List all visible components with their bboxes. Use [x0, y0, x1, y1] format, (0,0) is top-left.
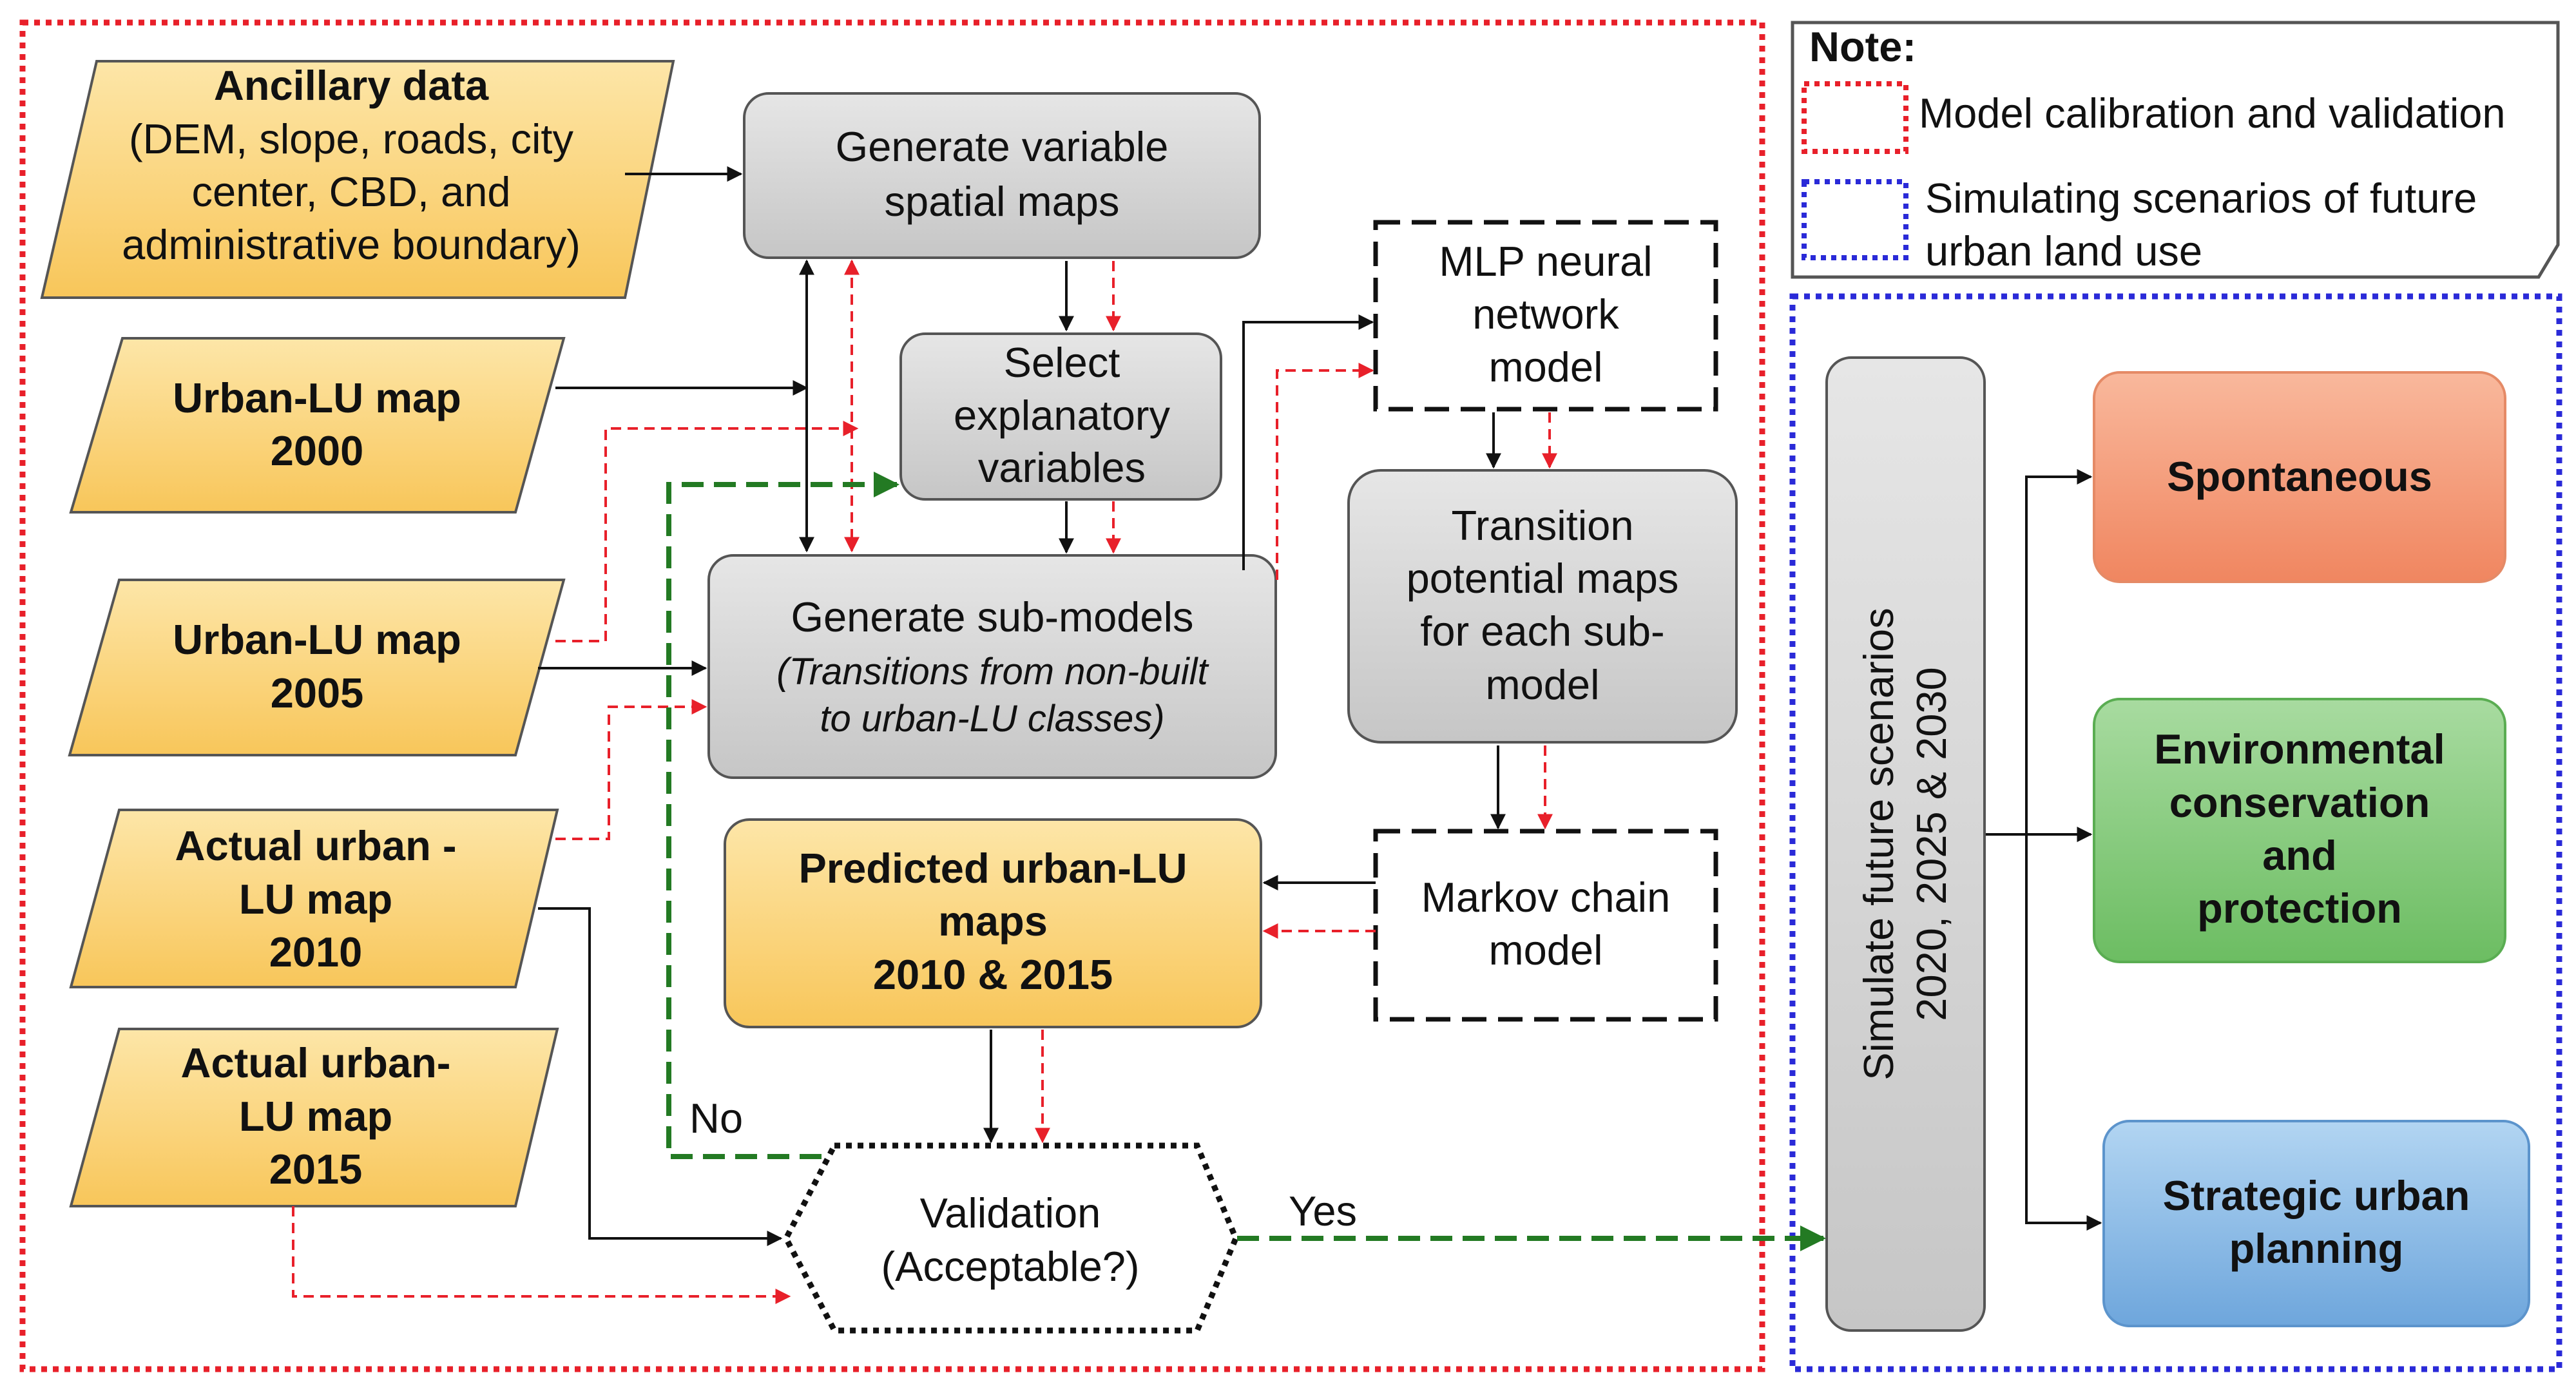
environmental-conservation-box: Environmental conservation and protectio… [2093, 698, 2506, 963]
red-dotted-legend-swatch [1802, 81, 1908, 154]
urban-lu-map-2000-input: Urban-LU map 2000 [69, 337, 566, 514]
lu2000-line: Urban-LU map [173, 374, 461, 421]
yes-label: Yes [1289, 1187, 1357, 1234]
generate-maps-line: Generate variable [836, 123, 1169, 170]
mlp-line: network [1472, 291, 1619, 338]
actual-urban-lu-map-2015-input: Actual urban- LU map 2015 [69, 1028, 559, 1207]
sub-models-line: Generate sub-models [791, 593, 1193, 640]
transition-line: model [1485, 661, 1599, 708]
lu2000-line: 2000 [271, 427, 364, 474]
actual-urban-lu-map-2010-input: Actual urban - LU map 2010 [69, 809, 559, 988]
markov-line: model [1488, 927, 1602, 974]
lu2005-line: Urban-LU map [173, 616, 461, 663]
actual2015-line: Actual urban- [181, 1039, 451, 1086]
actual2015-line: LU map [239, 1093, 392, 1140]
transition-line: for each sub- [1420, 608, 1664, 655]
ancillary-data-input: Ancillary data (DEM, slope, roads, city … [40, 60, 675, 299]
predicted-line: maps [938, 898, 1048, 945]
green-connector-arrows [666, 472, 1826, 1251]
strategic-line: planning [2229, 1225, 2404, 1272]
environmental-line: Environmental [2154, 725, 2445, 773]
select-explanatory-variables-box: Select explanatory variables [899, 332, 1222, 501]
red-legend-label: Model calibration and validation [1919, 90, 2506, 137]
simulate-future-scenarios-box: Simulate future scenarios 2020, 2025 & 2… [1825, 356, 1986, 1332]
strategic-urban-planning-box: Strategic urban planning [2102, 1120, 2530, 1327]
black-connector-arrows [538, 166, 2102, 1246]
mlp-neural-network-box: MLP neural network model [1373, 220, 1718, 412]
sub-models-line: (Transitions from non-built [776, 651, 1209, 693]
generate-sub-models-box: Generate sub-models (Transitions from no… [707, 554, 1277, 779]
actual2010-line: 2010 [269, 928, 363, 975]
select-vars-line: explanatory [954, 392, 1171, 439]
ancillary-title: Ancillary data [214, 62, 489, 109]
actual2010-line: Actual urban - [175, 822, 457, 869]
actual2010-line: LU map [239, 876, 392, 923]
ancillary-line: (DEM, slope, roads, city [129, 115, 573, 162]
markov-chain-box: Markov chain model [1373, 829, 1718, 1022]
no-label: No [689, 1095, 743, 1142]
strategic-line: Strategic urban [2163, 1172, 2470, 1219]
calibration-region-frame [19, 19, 1765, 1372]
transition-line: potential maps [1407, 555, 1679, 602]
simulation-region-frame [1789, 293, 2562, 1372]
markov-line: Markov chain [1421, 874, 1671, 921]
predicted-line: Predicted urban-LU [798, 845, 1187, 892]
environmental-line: conservation [2169, 779, 2430, 826]
blue-legend-label-2: urban land use [1925, 227, 2202, 274]
environmental-line: protection [2197, 885, 2402, 932]
sub-models-line: to urban-LU classes) [820, 698, 1164, 740]
transition-potential-maps-box: Transition potential maps for each sub- … [1347, 469, 1738, 744]
generate-maps-line: spatial maps [885, 178, 1120, 225]
generate-variable-maps-box: Generate variable spatial maps [743, 92, 1261, 259]
validation-line: (Acceptable?) [881, 1243, 1139, 1290]
actual2015-line: 2015 [269, 1146, 363, 1193]
transition-line: Transition [1452, 502, 1634, 549]
validation-decision: Validation (Acceptable?) [782, 1142, 1239, 1334]
note-legend: Note: Model calibration and validation S… [1791, 21, 2560, 279]
select-vars-line: variables [978, 444, 1146, 491]
lu2005-line: 2005 [271, 669, 364, 716]
mlp-line: model [1488, 343, 1602, 390]
blue-legend-label-1: Simulating scenarios of future [1925, 175, 2477, 222]
validation-line: Validation [920, 1189, 1101, 1236]
ancillary-line: administrative boundary) [122, 221, 581, 268]
spontaneous-scenario-box: Spontaneous [2093, 371, 2506, 583]
simulate-line: Simulate future scenarios [1855, 608, 1902, 1080]
environmental-line: and [2262, 832, 2337, 879]
ancillary-line: center, CBD, and [192, 168, 511, 215]
blue-dotted-legend-swatch [1802, 179, 1908, 260]
urban-lu-map-2005-input: Urban-LU map 2005 [68, 579, 566, 756]
select-vars-line: Select [1004, 339, 1120, 386]
red-connector-arrows [292, 259, 1557, 1304]
note-title: Note: [1809, 23, 1916, 70]
predicted-urban-lu-maps-box: Predicted urban-LU maps 2010 & 2015 [724, 818, 1262, 1028]
mlp-line: MLP neural [1439, 238, 1652, 285]
spontaneous-label: Spontaneous [2167, 453, 2432, 500]
simulate-line: 2020, 2025 & 2030 [1908, 667, 1955, 1021]
predicted-line: 2010 & 2015 [873, 951, 1113, 998]
